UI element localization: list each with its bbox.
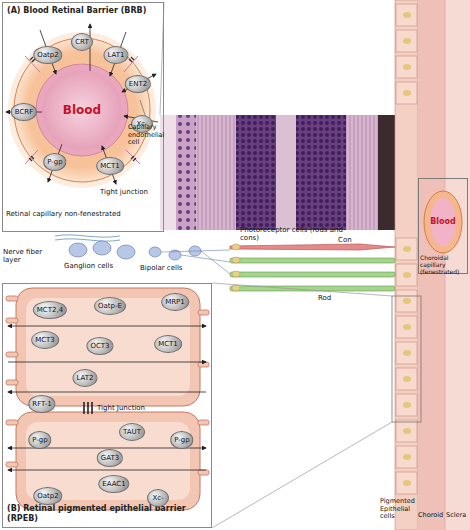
transporter-circle: Oatp2 [33, 46, 62, 64]
transporter-name: Oatp2 [37, 51, 58, 59]
part-label: Choroid [418, 512, 448, 520]
transporter-circle: P-gp [170, 431, 193, 449]
part-label: Tight Junction [97, 404, 157, 412]
transporter-circle: MRP1 [161, 293, 189, 311]
transporter-circle: RFT-1 [28, 395, 55, 413]
part-label: Sclera [446, 512, 470, 520]
transporter-name: LAT1 [107, 51, 124, 59]
transporter-circle: MCT2,4 [33, 301, 67, 319]
transporter-name: MRP1 [165, 298, 185, 306]
blood-label: Blood [419, 217, 467, 226]
part-label: Photoreceptor cells (rods and cons) [240, 226, 350, 242]
transporter-name: CRT [75, 38, 89, 46]
transporter-circle: TAUT [119, 423, 145, 441]
part-label: Rod [318, 294, 348, 302]
part-label: Tight junction [100, 188, 160, 196]
transporter-circle: P-gp [28, 431, 51, 449]
part-label: Retinal capillary non-fenestrated [6, 210, 156, 218]
transporter-name: TAUT [123, 428, 141, 436]
transporter-circle: MCT3 [31, 331, 59, 349]
part-label: Choroidal capillary (fenestrated) [420, 254, 466, 275]
panel-heading: (B) Retinal pigmented epithelial barrier… [7, 504, 207, 524]
transporter-name: Oatp-E [98, 302, 122, 310]
transporter-circle: Xc- [147, 489, 169, 507]
transporter-name: RFT-1 [32, 400, 51, 408]
transporter-circle: Oatp-E [94, 297, 126, 315]
transporter-circle: GAT3 [97, 449, 123, 467]
transporter-name: MCT1 [158, 340, 178, 348]
transporter-name: Oatp2 [37, 492, 58, 500]
transporter-name: P-gp [174, 436, 189, 444]
transporter-name: MCT2,4 [37, 306, 63, 314]
transporter-circle: ENT2 [125, 75, 151, 93]
transporter-circle: EAAC1 [98, 475, 129, 493]
transporter-circle: OCT3 [86, 337, 113, 355]
part-label: Capillary endothelial cell [128, 124, 168, 147]
part-label: Ganglion cells [64, 262, 134, 270]
barrier-panel: (A) Blood Retinal Barrier (BRB) Blood Oatp… [2, 2, 164, 232]
transporter-name: ENT2 [129, 80, 147, 88]
transporter-circle: CRT [71, 33, 93, 51]
part-label: Pigmented Epithelial cells [380, 498, 418, 521]
transporter-name: MCT1 [100, 162, 120, 170]
transporter-name: GAT3 [101, 454, 119, 462]
blood-label: Blood [63, 103, 101, 117]
panel-heading: (A) Blood Retinal Barrier (BRB) [7, 6, 159, 16]
transporter-name: BCRF [15, 108, 33, 116]
transporter-circle: MCT1 [154, 335, 182, 353]
transporter-circle: MCT1 [96, 157, 124, 175]
part-label: Nerve fiber layer [3, 248, 49, 264]
transporter-circle: P-gp [43, 153, 66, 171]
transporter-name: EAAC1 [102, 480, 125, 488]
transporter-name: OCT3 [90, 342, 109, 350]
transporter-circle: BCRF [11, 103, 37, 121]
transporter-name: Xc- [152, 494, 163, 502]
transporter-circle: Oatp2 [33, 487, 62, 505]
transporter-circle: LAT1 [103, 46, 128, 64]
part-label: Con [338, 236, 368, 244]
capillary-lumen: Blood [42, 70, 122, 150]
part-label: Bipolar cells [140, 264, 210, 272]
transporter-name: MCT3 [35, 336, 55, 344]
transporter-name: LAT2 [76, 374, 93, 382]
transporter-circle: LAT2 [72, 369, 97, 387]
transporter-name: P-gp [47, 158, 62, 166]
transporter-name: P-gp [32, 436, 47, 444]
